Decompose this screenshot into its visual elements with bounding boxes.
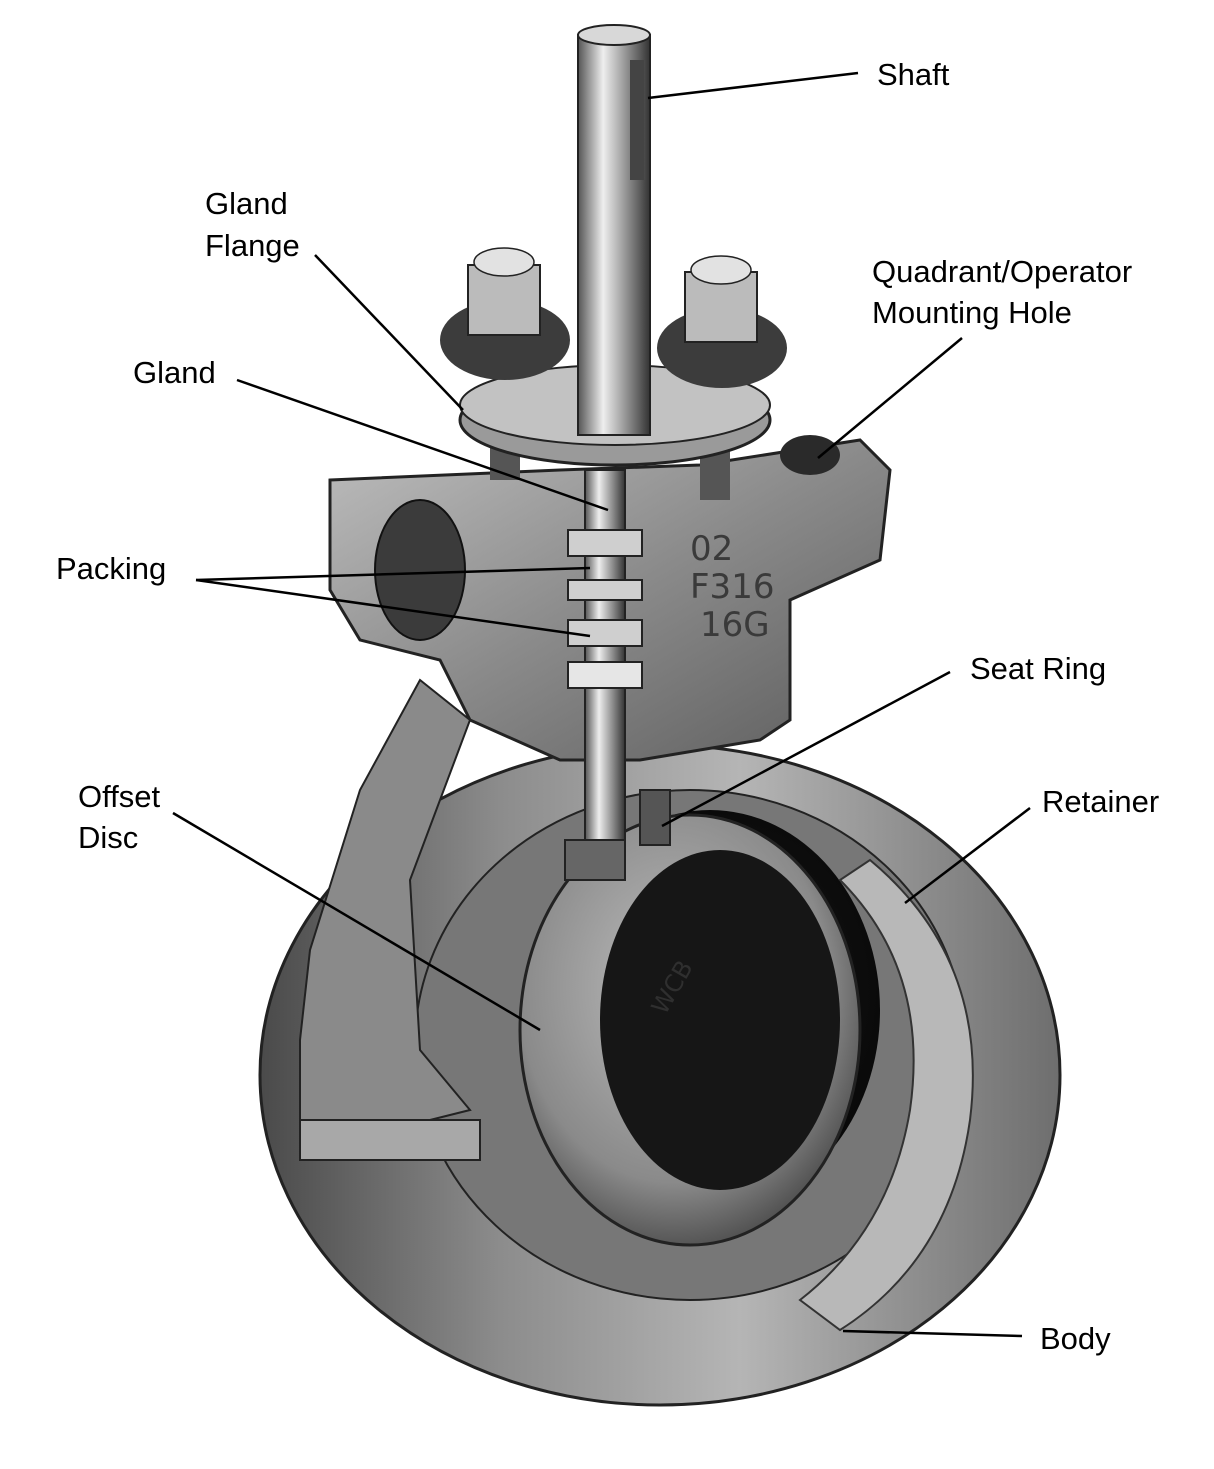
label-gland-flange-line1: Gland bbox=[205, 186, 288, 221]
retainer-ring bbox=[798, 858, 974, 1332]
label-body: Body bbox=[1040, 1321, 1111, 1356]
stem-and-packing bbox=[564, 469, 671, 881]
leader-lines bbox=[172, 71, 1031, 1338]
leader-packing-1 bbox=[195, 566, 591, 582]
leader-gland bbox=[236, 378, 609, 512]
svg-text:02: 02 bbox=[690, 529, 733, 569]
label-gland-flange-line2: Flange bbox=[205, 228, 300, 263]
leader-packing-2 bbox=[195, 578, 591, 638]
label-shaft: Shaft bbox=[877, 57, 950, 92]
leader-shaft bbox=[647, 71, 859, 100]
svg-text:16G: 16G bbox=[700, 605, 770, 645]
body-cutaway bbox=[299, 678, 481, 1161]
label-quadrant-line1: Quadrant/Operator bbox=[872, 254, 1133, 289]
label-offset-disc-line1: Offset bbox=[78, 779, 161, 814]
leader-quadrant bbox=[817, 337, 963, 459]
leader-gland-flange bbox=[314, 254, 464, 411]
shaft bbox=[577, 24, 651, 436]
label-retainer: Retainer bbox=[1042, 784, 1160, 819]
label-gland: Gland bbox=[133, 355, 216, 390]
leader-seat-ring bbox=[661, 670, 951, 828]
label-quadrant-line2: Mounting Hole bbox=[872, 295, 1072, 330]
svg-text:F316: F316 bbox=[690, 567, 774, 607]
label-seat-ring: Seat Ring bbox=[970, 651, 1107, 686]
offset-disc: WCB bbox=[518, 813, 862, 1247]
leader-body bbox=[842, 1329, 1023, 1338]
leader-offset-disc bbox=[172, 811, 541, 1032]
leader-retainer bbox=[904, 807, 1031, 904]
label-offset-disc-line2: Disc bbox=[78, 820, 139, 855]
label-packing: Packing bbox=[56, 551, 167, 586]
